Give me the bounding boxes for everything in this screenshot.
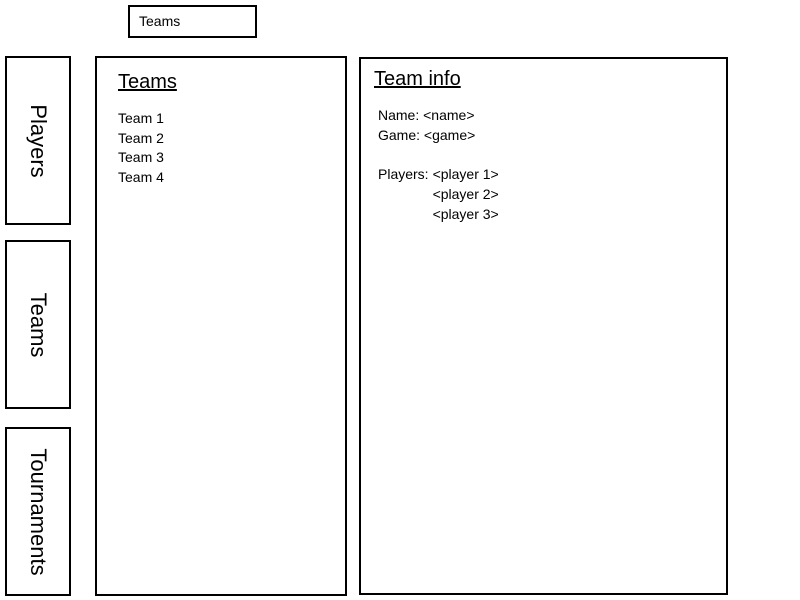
team-game-row: Game: <game> bbox=[378, 126, 499, 146]
breadcrumb: Teams bbox=[128, 5, 257, 38]
team-list-item[interactable]: Team 4 bbox=[118, 169, 164, 186]
team-name-value: <name> bbox=[423, 107, 475, 123]
team-list-item[interactable]: Team 3 bbox=[118, 149, 164, 166]
team-list-item[interactable]: Team 2 bbox=[118, 129, 164, 146]
nav-tab-players-label: Players bbox=[26, 103, 51, 178]
team-game-value: <game> bbox=[423, 126, 476, 143]
team-game-label: Game: bbox=[378, 126, 421, 143]
team-player-item: <player 1> bbox=[432, 166, 499, 183]
team-players-label: Players: bbox=[378, 166, 429, 183]
nav-tab-teams-label: Teams bbox=[26, 292, 51, 357]
teams-panel-title: Teams bbox=[118, 71, 177, 93]
team-list: Team 1 Team 2 Team 3 Team 4 bbox=[118, 109, 164, 188]
nav-tab-tournaments-label: Tournaments bbox=[26, 447, 51, 576]
team-info-panel: Team info Name: <name> Game: <game> Play… bbox=[359, 57, 728, 595]
team-player-item: <player 3> bbox=[432, 205, 499, 222]
breadcrumb-label: Teams bbox=[139, 13, 181, 29]
team-name-label: Name: bbox=[378, 107, 420, 123]
team-players-row: Players: <player 1> <player 2> <player 3… bbox=[378, 165, 499, 224]
nav-tab-teams[interactable]: Teams bbox=[5, 240, 71, 409]
teams-list-panel: Teams Team 1 Team 2 Team 3 Team 4 bbox=[95, 56, 347, 596]
team-name-row: Name: <name> bbox=[378, 106, 499, 126]
team-player-item: <player 2> bbox=[432, 185, 499, 202]
nav-tab-players[interactable]: Players bbox=[5, 56, 71, 225]
team-list-item[interactable]: Team 1 bbox=[118, 110, 164, 126]
team-players-list: <player 1> <player 2> <player 3> bbox=[429, 165, 499, 224]
team-info-details: Name: <name> Game: <game> Players: <play… bbox=[378, 106, 499, 224]
team-info-title: Team info bbox=[374, 68, 461, 90]
nav-tab-tournaments[interactable]: Tournaments bbox=[5, 427, 71, 596]
